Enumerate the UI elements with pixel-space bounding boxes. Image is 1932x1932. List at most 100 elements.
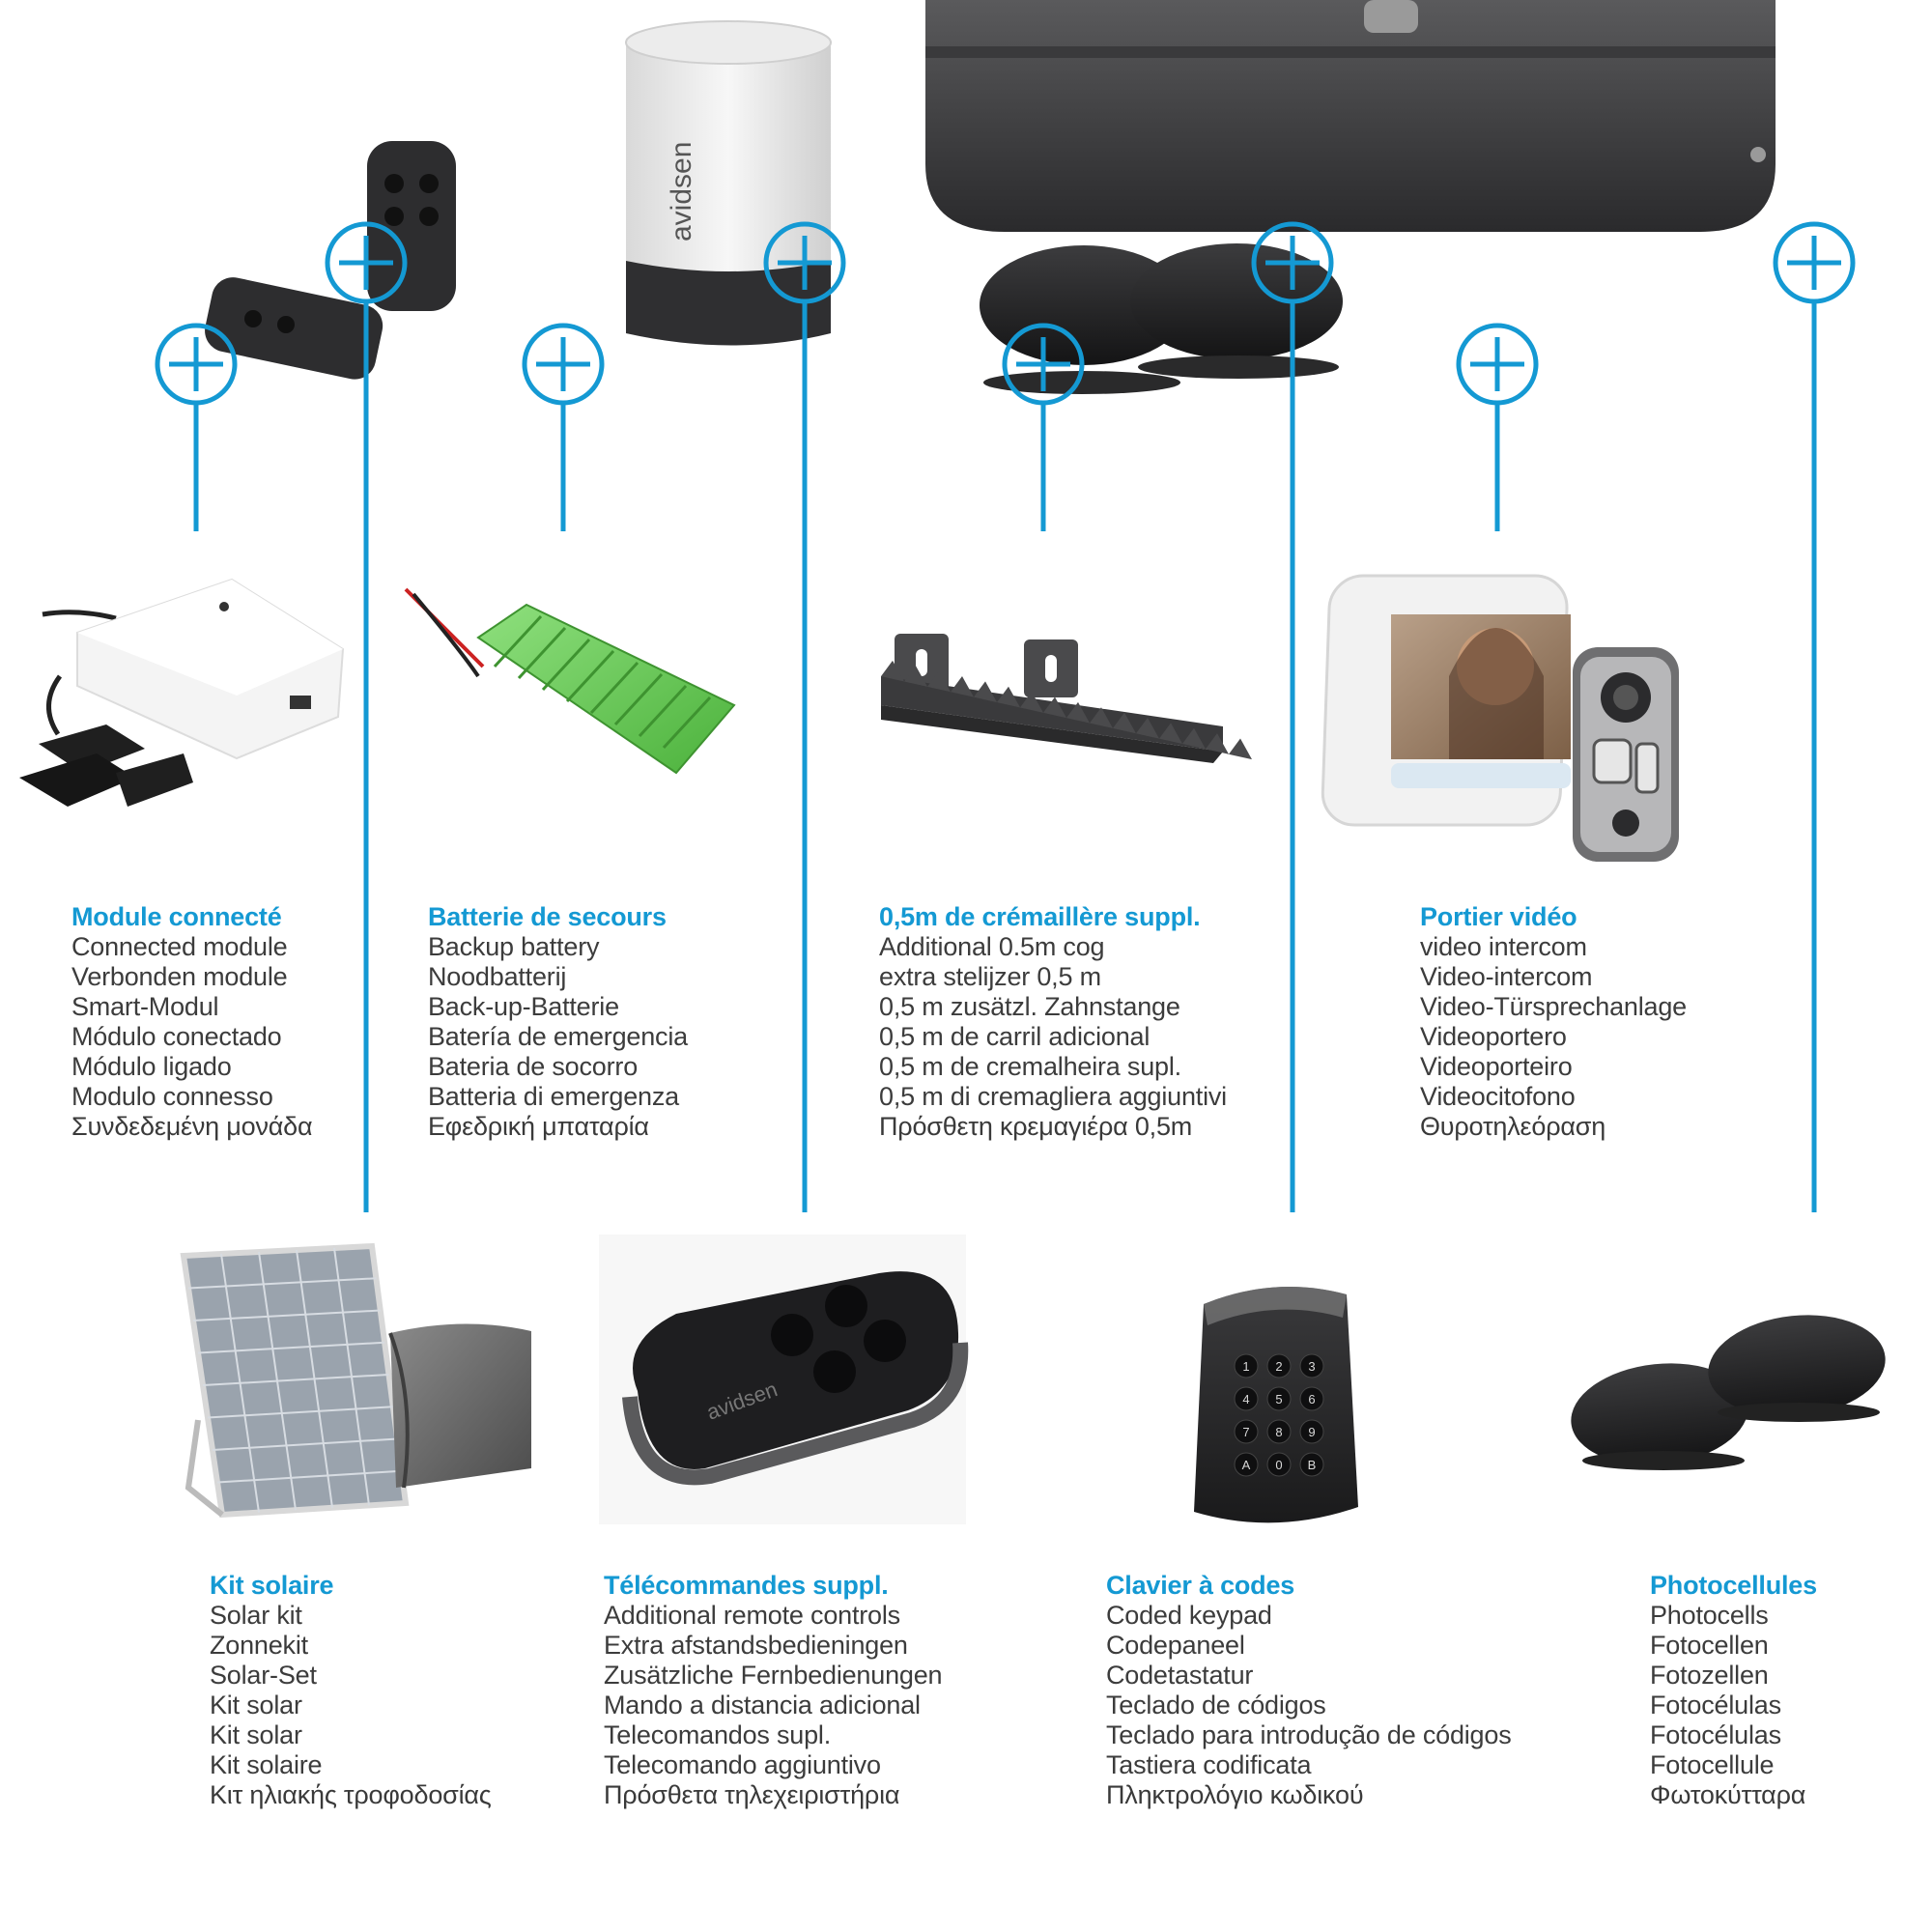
accessory-title: 0,5m de crémaillère suppl. — [879, 902, 1201, 931]
translation-line: Videoportero — [1420, 1022, 1567, 1051]
keypad-key — [1234, 1386, 1259, 1411]
translation-line: Video-Türsprechanlage — [1420, 992, 1687, 1021]
translation-line: Kit solaire — [210, 1750, 323, 1779]
backup-battery-image — [404, 587, 736, 775]
lamp-logo: avidsen — [666, 142, 697, 242]
connected-module-image — [19, 578, 345, 807]
keypad-key-label: 4 — [1242, 1392, 1249, 1406]
accessory-title: Batterie de secours — [428, 902, 667, 931]
accessory-module: Module connecté Connected module Verbond… — [71, 902, 313, 1142]
accessory-title: Portier vidéo — [1420, 902, 1577, 931]
translation-line: Zonnekit — [210, 1631, 308, 1660]
keypad-key — [1266, 1419, 1292, 1444]
translation-line: Solar kit — [210, 1601, 302, 1630]
keypad-key — [1234, 1353, 1259, 1378]
translation-line: Tastiera codificata — [1106, 1750, 1312, 1779]
keypad-key — [1266, 1386, 1292, 1411]
translation-line: Teclado para introdução de códigos — [1106, 1720, 1512, 1749]
keypad-key — [1299, 1353, 1324, 1378]
translation-line: Πρόσθετη κρεμαγιέρα 0,5m — [879, 1112, 1193, 1141]
translation-line: Backup battery — [428, 932, 600, 961]
translation-line: 0,5 m zusätzl. Zahnstange — [879, 992, 1180, 1021]
translation-line: Codetastatur — [1106, 1661, 1254, 1690]
keypad-key-label: 6 — [1308, 1392, 1315, 1406]
accessory-title: Photocellules — [1650, 1571, 1817, 1600]
keypad-key — [1266, 1452, 1292, 1477]
keypad-key-label: 0 — [1275, 1458, 1282, 1472]
translation-line: Solar-Set — [210, 1661, 317, 1690]
accessory-solar: Kit solaire Solar kit Zonnekit Solar-Set… — [210, 1571, 492, 1810]
translation-line: Teclado de códigos — [1106, 1690, 1326, 1719]
keypad-key-label: B — [1308, 1458, 1317, 1472]
translation-line: Videocitofono — [1420, 1082, 1576, 1111]
translation-line: video intercom — [1420, 932, 1587, 961]
translation-line: Batería de emergencia — [428, 1022, 688, 1051]
translation-line: Bateria de socorro — [428, 1052, 639, 1081]
accessory-keypad: Clavier à codes Coded keypad Codepaneel … — [1106, 1571, 1512, 1810]
accessory-title: Module connecté — [71, 902, 282, 931]
keypad-key-label: 1 — [1242, 1359, 1249, 1374]
translation-line: 0,5 m di cremagliera aggiuntivi — [879, 1082, 1227, 1111]
translation-line: Fotozellen — [1650, 1661, 1769, 1690]
translation-line: extra stelijzer 0,5 m — [879, 962, 1101, 991]
motor-housing — [925, 0, 1776, 232]
translation-line: Noodbatterij — [428, 962, 567, 991]
translation-line: Fotocélulas — [1650, 1720, 1781, 1749]
translation-line: Codepaneel — [1106, 1631, 1245, 1660]
translation-line: Additional remote controls — [604, 1601, 900, 1630]
translation-line: Additional 0.5m cog — [879, 932, 1105, 961]
translation-line: Verbonden module — [71, 962, 288, 991]
translation-line: Mando a distancia adicional — [604, 1690, 921, 1719]
accessory-portier: Portier vidéo video intercom Video-inter… — [1420, 902, 1687, 1142]
keypad-key-label: A — [1242, 1458, 1251, 1472]
keypad-key-label: 5 — [1275, 1392, 1282, 1406]
accessory-battery: Batterie de secours Backup battery Noodb… — [428, 902, 688, 1142]
translation-line: Συνδεδεμένη μονάδα — [71, 1112, 313, 1141]
translation-line: Módulo conectado — [71, 1022, 282, 1051]
accessory-title: Clavier à codes — [1106, 1571, 1295, 1600]
flashing-lamp: avidsen — [625, 20, 832, 346]
remote-image: avidsen — [599, 1235, 969, 1524]
translation-line: Batteria di emergenza — [428, 1082, 679, 1111]
keypad-key-label: 7 — [1242, 1425, 1249, 1439]
accessory-photo: Photocellules Photocells Fotocellen Foto… — [1650, 1571, 1817, 1810]
translation-line: Κιτ ηλιακής τροφοδοσίας — [210, 1780, 492, 1809]
translation-line: Videoporteiro — [1420, 1052, 1573, 1081]
translation-line: Video-intercom — [1420, 962, 1593, 991]
keypad-key — [1299, 1386, 1324, 1411]
translation-line: Kit solar — [210, 1720, 302, 1749]
photocells-bottom-image — [1571, 1315, 1886, 1470]
keypad-key — [1234, 1419, 1259, 1444]
remote-pair-top — [205, 141, 456, 380]
translation-line: Fotocellen — [1650, 1631, 1769, 1660]
translation-line: Θυροτηλεόραση — [1420, 1112, 1606, 1141]
keypad-key-label: 9 — [1308, 1425, 1315, 1439]
accessory-title: Télécommandes suppl. — [604, 1571, 889, 1600]
keypad-key — [1234, 1452, 1259, 1477]
keypad-key-label: 2 — [1275, 1359, 1282, 1374]
translation-line: Πρόσθετα τηλεχειριστήρια — [604, 1780, 900, 1809]
translation-line: Fotocellule — [1650, 1750, 1775, 1779]
translation-line: Φωτοκύτταρα — [1650, 1780, 1806, 1809]
translation-line: Modulo connesso — [71, 1082, 273, 1111]
keypad-key — [1299, 1452, 1324, 1477]
photocells-top — [980, 243, 1343, 394]
accessory-markers — [155, 221, 1856, 1212]
translation-line: Kit solar — [210, 1690, 302, 1719]
translation-line: Back-up-Batterie — [428, 992, 619, 1021]
translation-line: Telecomando aggiuntivo — [604, 1750, 881, 1779]
translation-line: Módulo ligado — [71, 1052, 232, 1081]
keypad-key — [1299, 1419, 1324, 1444]
translation-line: Zusätzliche Fernbedienungen — [604, 1661, 943, 1690]
translation-line: Telecomandos supl. — [604, 1720, 832, 1749]
solar-kit-image — [180, 1242, 531, 1519]
translation-line: Connected module — [71, 932, 288, 961]
translation-line: Πληκτρολόγιο κωδικού — [1106, 1780, 1364, 1809]
translation-line: Fotocélulas — [1650, 1690, 1781, 1719]
translation-line: 0,5 m de cremalheira supl. — [879, 1052, 1181, 1081]
accessory-title: Kit solaire — [210, 1571, 334, 1600]
keypad-key-label: 3 — [1308, 1359, 1315, 1374]
